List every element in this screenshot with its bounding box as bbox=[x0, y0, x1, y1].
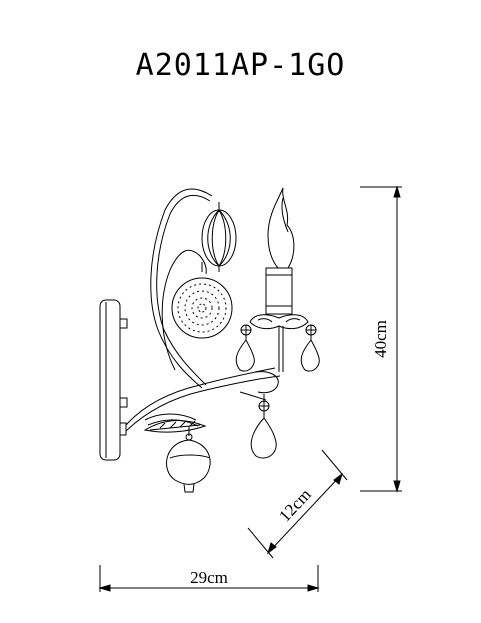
height-dimension bbox=[360, 185, 402, 493]
leaf-ornament bbox=[143, 419, 207, 433]
bobeche bbox=[249, 314, 309, 372]
product-model-title: A2011AP-1GO bbox=[135, 48, 346, 83]
crystal-ball bbox=[171, 262, 233, 339]
crystal-drop-center bbox=[250, 394, 277, 459]
crystal-bead-right bbox=[300, 324, 320, 372]
glass-bauble bbox=[166, 426, 211, 493]
crystal-bead-left bbox=[235, 324, 255, 372]
lamp-arm bbox=[125, 188, 281, 432]
depth-dimension bbox=[247, 449, 348, 559]
oval-glass-drop bbox=[201, 202, 237, 272]
width-dimension bbox=[98, 565, 320, 592]
candle-bulb bbox=[265, 187, 295, 315]
width-label: 29cm bbox=[190, 568, 228, 587]
height-label: 40cm bbox=[371, 320, 390, 358]
depth-label: 12cm bbox=[275, 485, 315, 526]
wall-plate bbox=[99, 299, 128, 461]
